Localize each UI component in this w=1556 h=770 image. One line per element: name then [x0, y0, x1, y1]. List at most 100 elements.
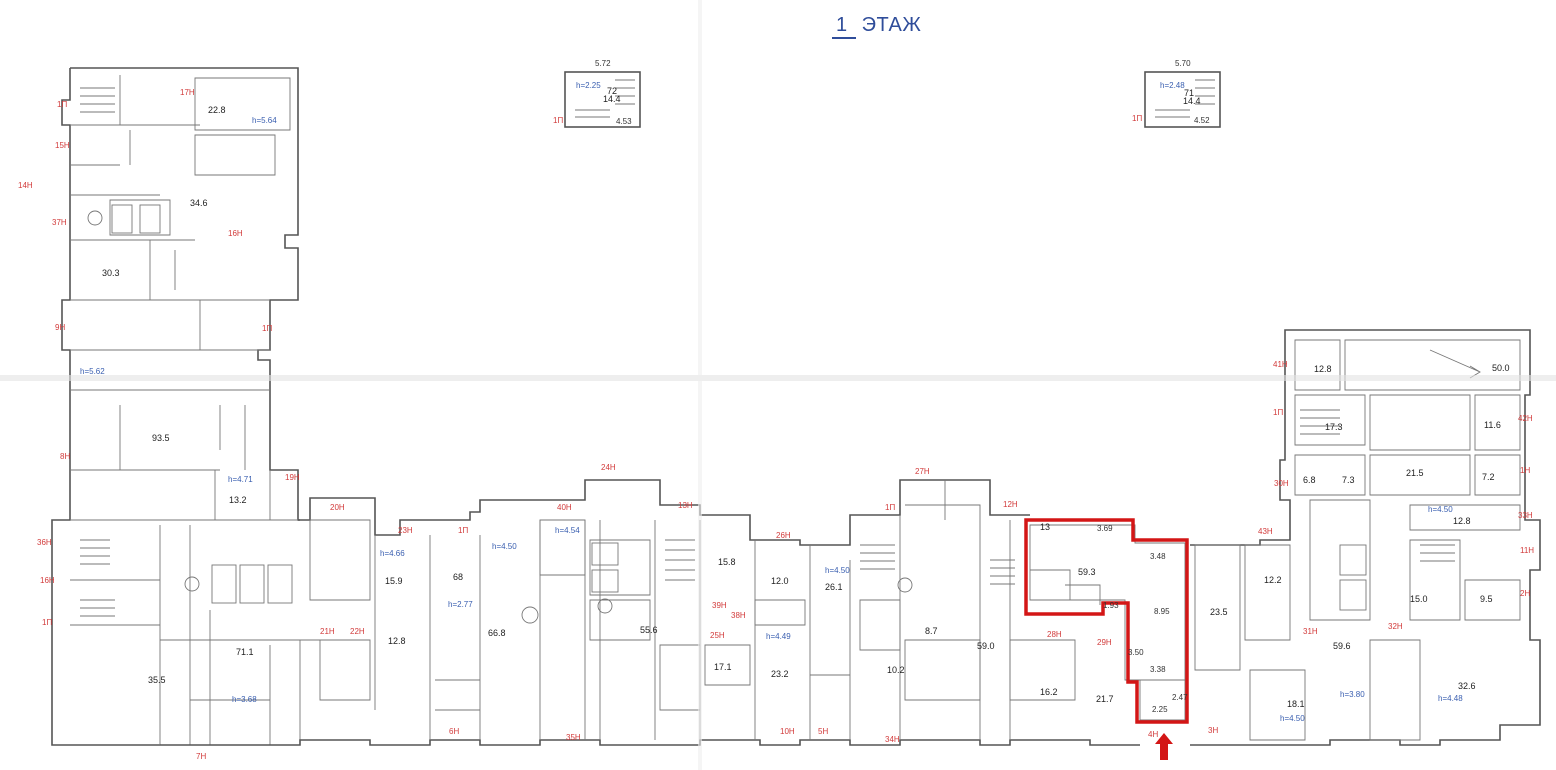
entrance-label: 5Н: [818, 727, 828, 736]
entrance-label: 3Н: [1208, 726, 1218, 735]
area-label: 71.1: [236, 647, 254, 657]
area-label: 59.6: [1333, 641, 1351, 651]
area-label: 9.5: [1480, 594, 1493, 604]
area-label: 12.2: [1264, 575, 1282, 585]
left-wing: [51, 67, 320, 746]
entrance-label: 33Н: [1518, 511, 1533, 520]
area-label: 21.5: [1406, 468, 1424, 478]
entrance-label: 19Н: [285, 473, 300, 482]
selected-dim-5: 2.47: [1172, 693, 1188, 702]
entrance-label: 13Н: [678, 501, 693, 510]
area-label: 12.8: [1314, 364, 1332, 374]
stair-box-2-bottom: 4.52: [1194, 116, 1210, 125]
stair-box-1-room: 72: [607, 86, 617, 96]
entrance-label: 2Н: [1520, 589, 1530, 598]
entrance-label: 10Н: [780, 727, 795, 736]
entrance-label: 20Н: [330, 503, 345, 512]
area-label: 7.3: [1342, 475, 1355, 485]
stair-box-2-area: 14.4: [1183, 96, 1201, 106]
area-label: 55.6: [640, 625, 658, 635]
stair-box-2-width: 5.70: [1175, 59, 1191, 68]
height-label: h=2.77: [448, 600, 473, 609]
entrance-label: 27Н: [915, 467, 930, 476]
entrance-label: 8Н: [60, 452, 70, 461]
area-label: 26.1: [825, 582, 843, 592]
height-label: h=3.80: [1340, 690, 1365, 699]
entrance-label: 38Н: [731, 611, 746, 620]
stair-box-1-bottom: 4.53: [616, 117, 632, 126]
area-label: 18.1: [1287, 699, 1305, 709]
entrance-label: 1П: [1273, 408, 1283, 417]
height-label: h=4.50: [1280, 714, 1305, 723]
area-label: 93.5: [152, 433, 170, 443]
selected-unit-outline: [1024, 518, 1189, 724]
entrance-label: 35Н: [566, 733, 581, 742]
area-label: 15.8: [718, 557, 736, 567]
height-label: h=4.71: [228, 475, 253, 484]
area-label: 15.0: [1410, 594, 1428, 604]
height-labels: h=5.64 h=5.62 h=4.71 h=4.66 h=2.77 h=4.5…: [80, 116, 1463, 723]
height-label: h=3.68: [232, 695, 257, 704]
selected-unit[interactable]: 59.3 3.69 3.48 8.95 3.38 2.47 2.25 1.93 …: [1024, 518, 1189, 760]
entrance-label: 12Н: [1003, 500, 1018, 509]
area-label: 7.2: [1482, 472, 1495, 482]
selected-dim-4: 3.38: [1150, 665, 1166, 674]
stair-box-2-height: h=2.48: [1160, 81, 1185, 90]
entrance-label: 1П: [262, 324, 272, 333]
selected-dim-7: 1.93: [1103, 601, 1119, 610]
entrance-label: 6Н: [449, 727, 459, 736]
entrance-label: 22Н: [350, 627, 365, 636]
selected-dim-8: 3.50: [1128, 648, 1144, 657]
area-label: 15.9: [385, 576, 403, 586]
entrance-label: 28Н: [1047, 630, 1062, 639]
height-label: h=4.49: [766, 632, 791, 641]
entrance-arrow-icon: [1155, 733, 1173, 760]
stair-box-1-height: h=2.25: [576, 81, 601, 90]
area-label: 11.6: [1484, 420, 1501, 430]
entrance-label: 42Н: [1518, 414, 1533, 423]
entrance-label: 7Н: [196, 752, 206, 761]
area-label: 12.8: [388, 636, 406, 646]
entrance-label: 25Н: [710, 631, 725, 640]
area-label: 23.2: [771, 669, 789, 679]
entrance-label: 24Н: [601, 463, 616, 472]
area-label: 50.0: [1492, 363, 1510, 373]
area-label: 22.8: [208, 105, 226, 115]
entrance-label: 1П: [57, 100, 67, 109]
entrance-label: 23Н: [398, 526, 413, 535]
area-label: 17.1: [714, 662, 732, 672]
entrance-label: 43Н: [1258, 527, 1273, 536]
stair-box-1-width: 5.72: [595, 59, 611, 68]
floor-label: ЭТАЖ: [861, 14, 922, 36]
height-label: h=4.50: [825, 566, 850, 575]
entrance-label: 15Н: [55, 141, 70, 150]
area-label: 32.6: [1458, 681, 1476, 691]
entrance-label: 11Н: [1520, 546, 1534, 555]
area-label: 12.8: [1453, 516, 1471, 526]
entrance-label: 17Н: [180, 88, 195, 97]
area-labels: 22.8 30.3 93.5 13.2 71.1 35.5 15.9 68 12…: [102, 105, 1510, 709]
selected-dim-2: 3.48: [1150, 552, 1166, 561]
entrance-label: 14Н: [18, 181, 33, 190]
area-label: 34.6: [190, 198, 208, 208]
entrance-label: 4Н: [1148, 730, 1158, 739]
height-label: h=4.50: [492, 542, 517, 551]
stair-box-2-room: 71: [1184, 88, 1194, 98]
area-label: 66.8: [488, 628, 506, 638]
height-label: h=4.66: [380, 549, 405, 558]
area-label: 21.7: [1096, 694, 1114, 704]
entrance-label: 21Н: [320, 627, 335, 636]
entrance-label: 34Н: [885, 735, 900, 744]
stair-box-1-area: 14.4: [603, 94, 621, 104]
height-label: h=4.50: [1428, 505, 1453, 514]
central-body: [87, 210, 1367, 746]
entrance-label: 40Н: [557, 503, 572, 512]
stair-box-2: 5.70 h=2.48 71 14.4 4.52 1П: [1132, 59, 1221, 128]
selected-dim-1: 3.69: [1097, 524, 1113, 533]
area-label: 59.0: [977, 641, 995, 651]
entrance-label: 1П: [885, 503, 895, 512]
area-label: 35.5: [148, 675, 166, 685]
stair-box-2-entrance: 1П: [1132, 114, 1142, 123]
